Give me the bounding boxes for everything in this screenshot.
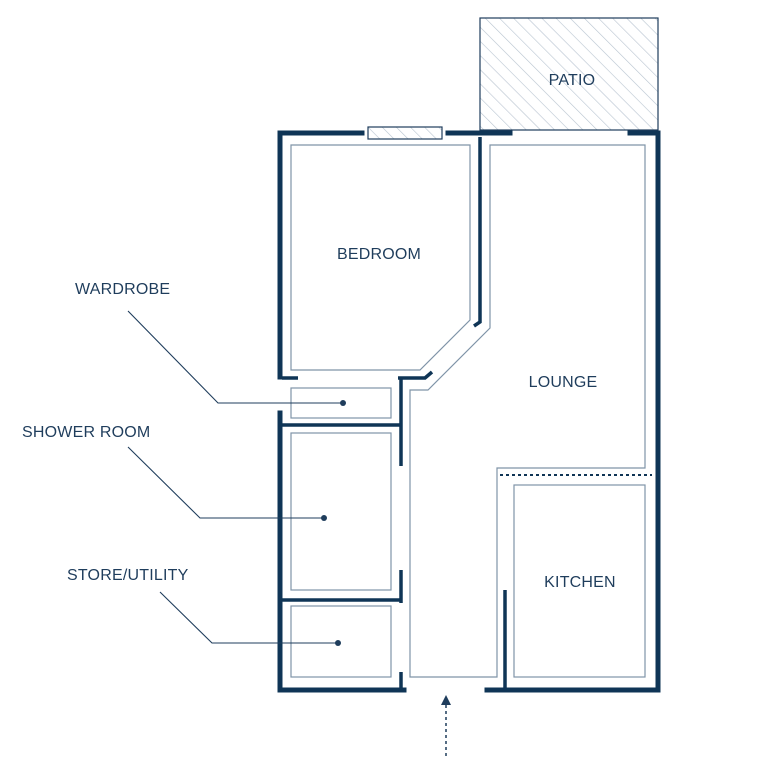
inner-room-outlines bbox=[290, 144, 646, 678]
callout-leaders bbox=[127, 310, 343, 644]
bedroom-label: BEDROOM bbox=[337, 246, 421, 263]
lounge-label: LOUNGE bbox=[529, 374, 598, 391]
wall-left-upper bbox=[277, 130, 365, 380]
partitions bbox=[282, 137, 507, 690]
store-utility-callout-label: STORE/UTILITY bbox=[67, 567, 189, 584]
kitchen-label: KITCHEN bbox=[544, 574, 616, 591]
shower-room-dot bbox=[321, 515, 327, 521]
callout-dots bbox=[321, 400, 346, 646]
bedroom-lounge-wall bbox=[473, 137, 482, 328]
shower-room-callout-label: SHOWER ROOM bbox=[22, 424, 150, 441]
lounge-outline bbox=[409, 144, 646, 678]
entrance-arrow-icon bbox=[441, 695, 451, 756]
wardrobe-callout-label: WARDROBE bbox=[75, 281, 170, 298]
wardrobe-leader bbox=[127, 310, 343, 404]
store-utility-outline bbox=[290, 605, 392, 678]
wardrobe-dot bbox=[340, 400, 346, 406]
shower-room-leader bbox=[127, 446, 324, 519]
store-utility-leader bbox=[159, 591, 338, 644]
wall-right bbox=[484, 130, 661, 693]
shower-room-outline bbox=[290, 432, 392, 591]
walls bbox=[277, 130, 661, 693]
patio bbox=[479, 17, 659, 131]
bedroom-window bbox=[367, 126, 443, 140]
patio-label: PATIO bbox=[549, 72, 596, 89]
kitchen-outline bbox=[513, 484, 646, 678]
bedroom-outline bbox=[290, 144, 471, 371]
store-utility-dot bbox=[335, 640, 341, 646]
wall-bottom-left bbox=[277, 655, 407, 693]
wardrobe-corridor-wall bbox=[398, 370, 434, 380]
